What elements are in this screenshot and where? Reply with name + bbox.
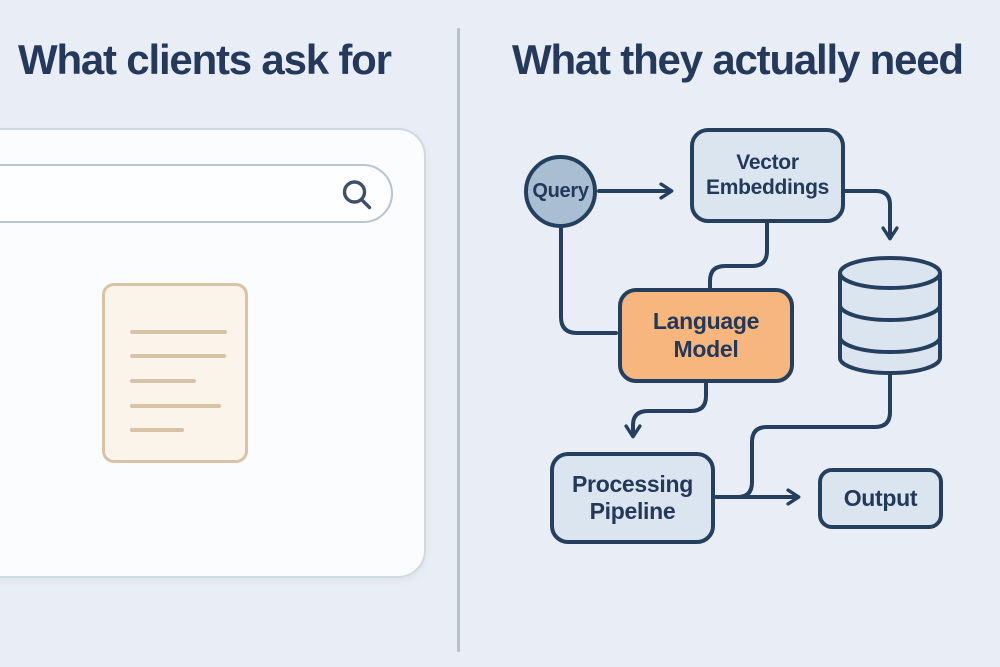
node-processing-pipeline-label: Processing Pipeline: [572, 470, 693, 524]
document-text-line: [130, 330, 227, 334]
connector-vector-embeddings-to-language-model: [708, 221, 769, 290]
document-icon: [102, 283, 248, 463]
node-vector-embeddings-label: Vector Embeddings: [705, 150, 829, 199]
connector-query-to-language-model: [559, 224, 618, 335]
left-panel-title: What clients ask for: [18, 36, 392, 83]
search-icon[interactable]: [341, 179, 373, 211]
node-processing-pipeline: Processing Pipeline: [550, 452, 715, 544]
document-text-line: [130, 404, 221, 408]
node-language-model-label: Language Model: [652, 308, 760, 362]
panel-divider: [457, 28, 460, 652]
search-bar[interactable]: [0, 164, 393, 223]
node-vector-embeddings: Vector Embeddings: [690, 128, 845, 223]
connector-language-model-to-processing-pipeline: [624, 381, 708, 439]
node-language-model: Language Model: [618, 288, 794, 383]
node-output: Output: [818, 468, 943, 529]
database-icon: [838, 256, 942, 375]
connector-database-to-output: [736, 371, 892, 499]
document-text-line: [130, 428, 184, 432]
right-panel-title: What they actually need: [512, 36, 964, 83]
document-text-line: [130, 354, 226, 358]
connector-vector-embeddings-to-database: [843, 189, 899, 241]
node-query: Query: [524, 155, 597, 228]
node-query-label: Query: [532, 179, 589, 202]
search-input[interactable]: [2, 166, 316, 223]
document-text-line: [130, 379, 196, 383]
node-output-label: Output: [843, 484, 918, 511]
